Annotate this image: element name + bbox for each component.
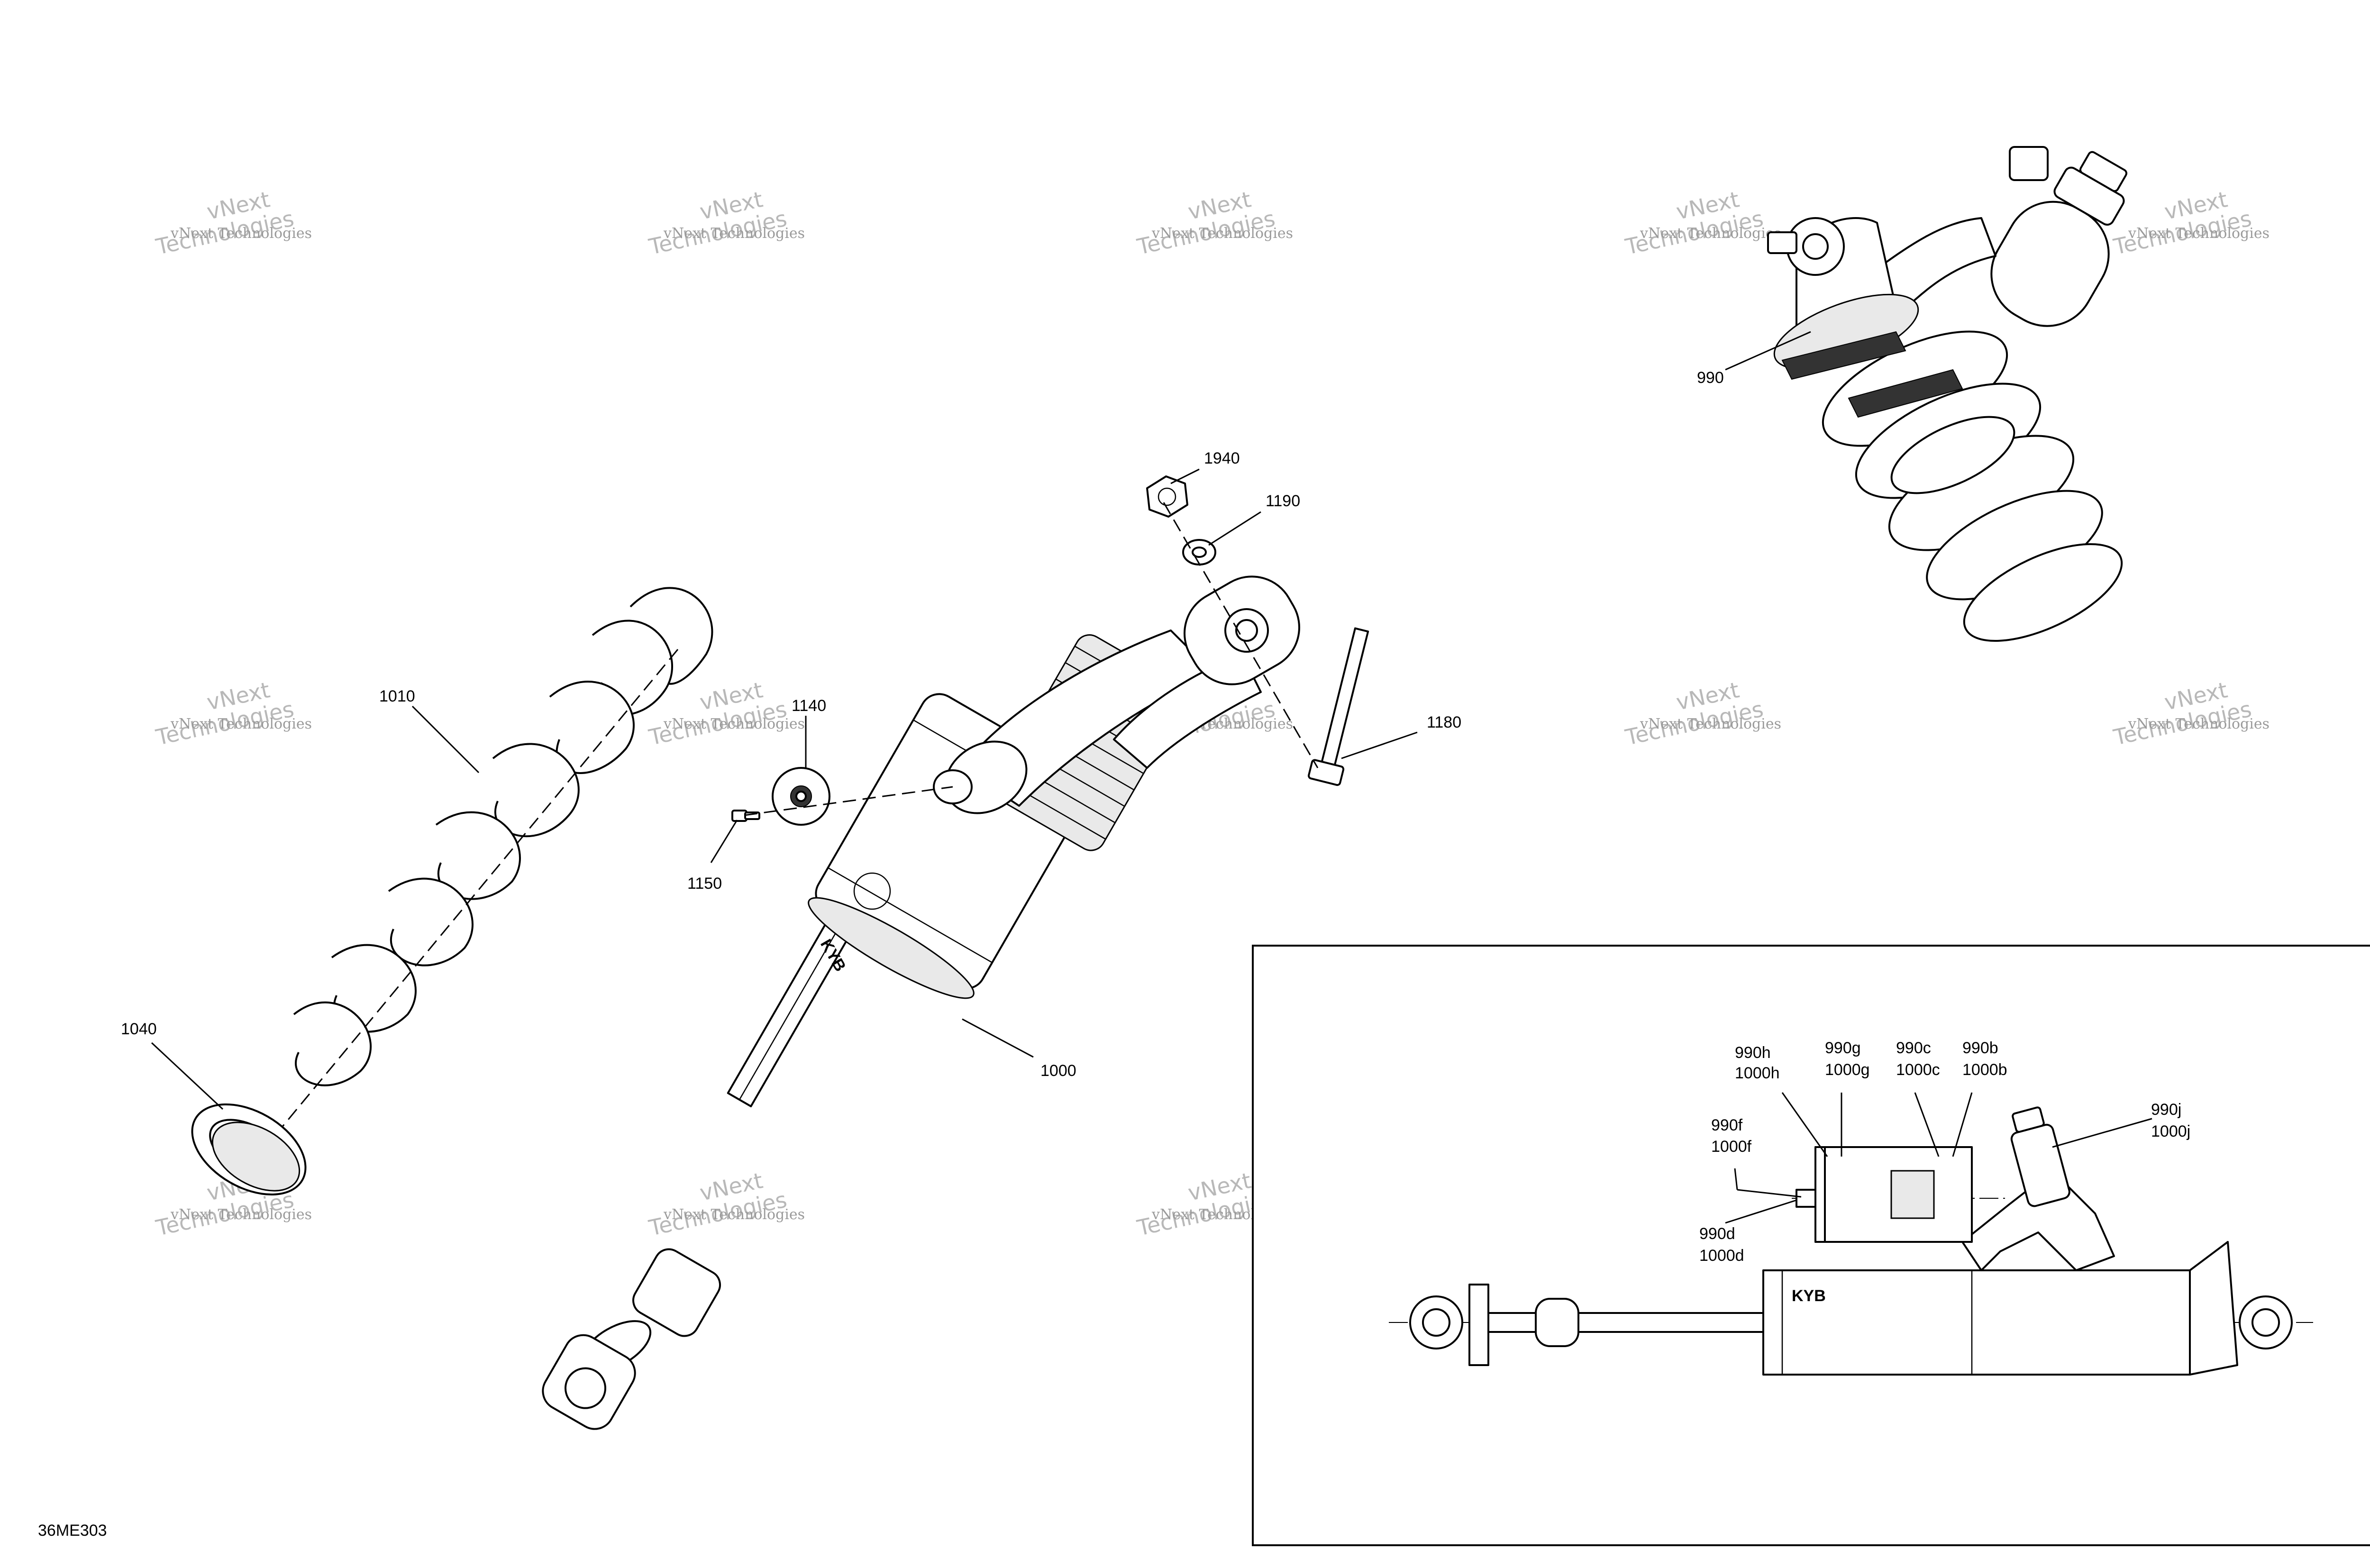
- adjuster-knob-1140: [772, 767, 830, 826]
- callout-990h: 990h: [1735, 1044, 1771, 1062]
- watermark: Technologies vNext vNext Technologies: [153, 186, 312, 260]
- callout-990g: 990g: [1825, 1039, 1861, 1057]
- svg-text:vNext Technologies: vNext Technologies: [170, 225, 312, 242]
- cross-section-inset: KYB 990h 1000h 990g 1000g 990c 1000c 990…: [1252, 945, 2370, 1546]
- svg-text:vNext Technologies: vNext Technologies: [1640, 716, 1781, 732]
- callout-990d: 990d: [1699, 1225, 1735, 1243]
- svg-text:vNext Technologies: vNext Technologies: [663, 716, 805, 732]
- watermark: Technologies vNext vNext Technologies: [646, 186, 805, 260]
- drawing-code: 36ME303: [38, 1522, 107, 1540]
- assembly-axis-bolt: [1163, 502, 1319, 768]
- callout-1000: 1000: [1040, 1062, 1076, 1080]
- callout-1190: 1190: [1266, 492, 1300, 510]
- callout-1000f: 1000f: [1711, 1138, 1752, 1156]
- callout-1010: 1010: [379, 687, 415, 705]
- watermark: Technologies vNext vNext Technologies: [153, 677, 312, 750]
- callout-1150: 1150: [687, 875, 722, 893]
- svg-text:vNext Technologies: vNext Technologies: [170, 716, 312, 732]
- watermark: Technologies vNext vNext Technologies: [1134, 186, 1293, 260]
- svg-text:vNext Technologies: vNext Technologies: [2128, 716, 2270, 732]
- svg-text:vNext Technologies: vNext Technologies: [1640, 225, 1781, 242]
- callout-1000b: 1000b: [1962, 1061, 2007, 1079]
- callout-1000g: 1000g: [1825, 1061, 1870, 1079]
- spring-retainer-1040: [191, 1103, 307, 1195]
- watermark: Technologies vNext vNext Technologies: [1623, 677, 1781, 750]
- callout-1940: 1940: [1204, 449, 1240, 467]
- callout-990: 990: [1697, 369, 1724, 387]
- callout-1140: 1140: [792, 697, 826, 715]
- callout-1000d: 1000d: [1699, 1247, 1744, 1265]
- callouts-main: 990 1940 1190 1010 1140 1180 1150 1040 1…: [121, 331, 1811, 1110]
- callout-990b: 990b: [1962, 1039, 1998, 1057]
- callout-990c: 990c: [1896, 1039, 1931, 1057]
- assembly-axis-knob: [744, 786, 953, 816]
- callout-990f: 990f: [1711, 1116, 1743, 1134]
- svg-text:vNext Technologies: vNext Technologies: [170, 1206, 312, 1223]
- assembled-shock-990: [1767, 146, 2128, 642]
- inset-body-logo: KYB: [1792, 1287, 1826, 1305]
- nut-1940: [1146, 475, 1188, 518]
- shock-absorber-1000: KYB: [542, 575, 1300, 1430]
- coil-spring-1010: [293, 587, 713, 1086]
- watermark: Technologies vNext vNext Technologies: [646, 1167, 805, 1241]
- callout-1000c: 1000c: [1896, 1061, 1940, 1079]
- callout-1180: 1180: [1427, 713, 1461, 731]
- bolt-1180: [1308, 627, 1369, 786]
- callout-1000h: 1000h: [1735, 1064, 1780, 1082]
- svg-text:vNext Technologies: vNext Technologies: [663, 1206, 805, 1223]
- watermark: Technologies vNext vNext Technologies: [2111, 677, 2270, 750]
- callout-1000j: 1000j: [2151, 1122, 2190, 1140]
- svg-text:vNext Technologies: vNext Technologies: [1151, 225, 1293, 242]
- svg-text:vNext Technologies: vNext Technologies: [663, 225, 805, 242]
- svg-text:vNext Technologies: vNext Technologies: [2128, 225, 2270, 242]
- callout-990j: 990j: [2151, 1101, 2181, 1119]
- watermark: Technologies vNext vNext Technologies: [2111, 186, 2270, 260]
- assembly-axis-spring: [264, 649, 679, 1148]
- callout-1040: 1040: [121, 1020, 157, 1038]
- watermark: Technologies vNext vNext Technologies: [1623, 186, 1781, 260]
- spring-coils: [1822, 330, 2123, 642]
